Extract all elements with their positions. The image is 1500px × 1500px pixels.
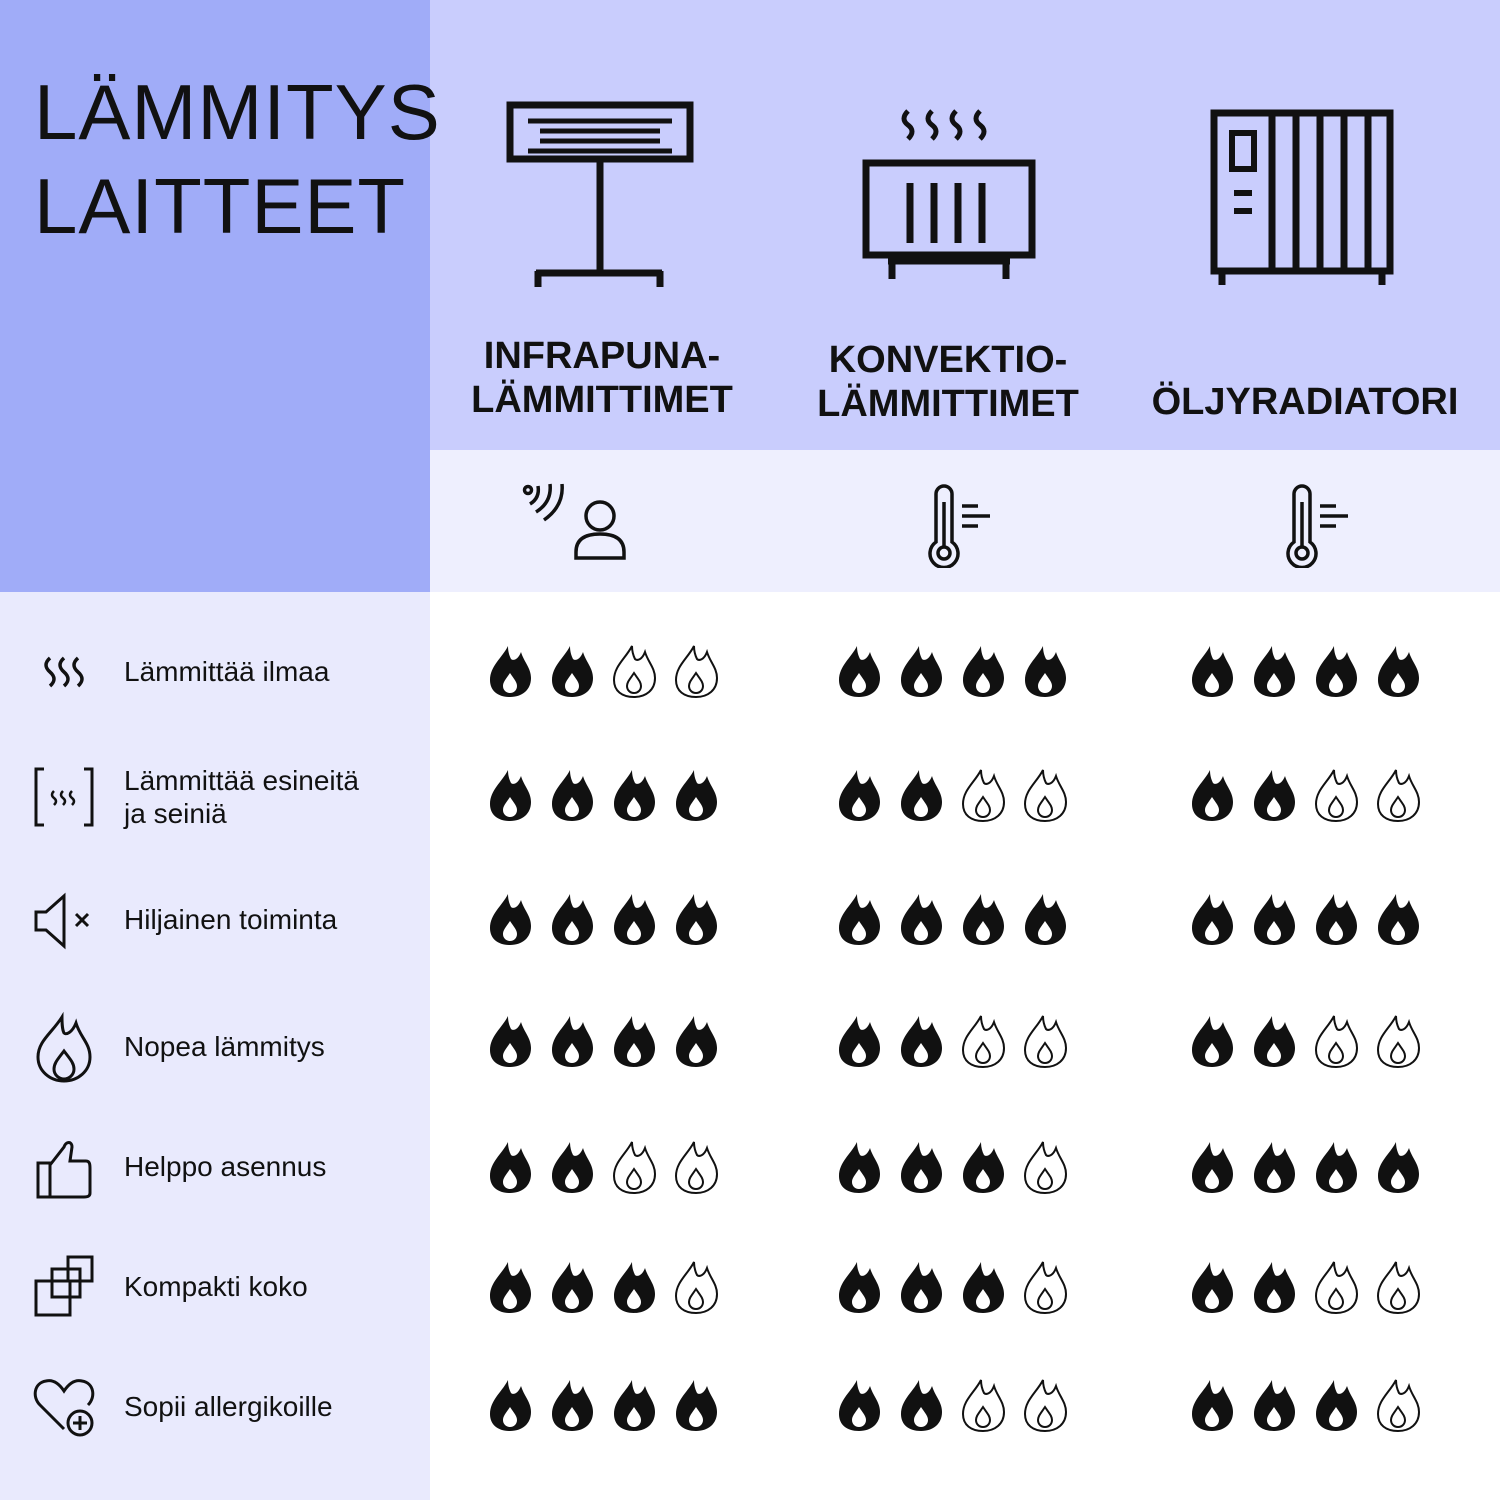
values-panel <box>430 592 1500 1500</box>
speaker-mute-icon <box>34 892 90 950</box>
flame-icon <box>36 1011 92 1083</box>
product-name-convection-line-1: KONVEKTIO- <box>828 339 1068 381</box>
infrared-heater-icon <box>506 101 694 287</box>
page-title-line-2: LAITTEET <box>34 162 407 250</box>
compact-boxes-icon <box>34 1255 94 1317</box>
feature-row-easy-install: Helppo asennus <box>0 1122 430 1212</box>
heat-waves-icon <box>44 656 84 688</box>
feature-row-heats-air: Lämmittää ilmaa <box>0 627 430 717</box>
page-title-line-1: LÄMMITYS <box>34 68 441 156</box>
feature-row-quiet: Hiljainen toiminta <box>0 875 430 965</box>
feature-label-line-2: ja seiniä <box>124 798 227 829</box>
feature-row-fast-heating: Nopea lämmitys <box>0 1002 430 1092</box>
thermometer-icon-convection <box>928 484 990 568</box>
title-panel <box>0 0 430 592</box>
feature-label-compact: Kompakti koko <box>124 1270 424 1303</box>
oil-radiator-icon <box>1210 109 1394 285</box>
product-name-oil-radiator-line-1: ÖLJYRADIATORI <box>1151 381 1459 423</box>
feature-row-heats-objects: Lämmittää esineitä ja seiniä <box>0 750 430 840</box>
product-name-infrared: INFRAPUNA- LÄMMITTIMET <box>432 334 772 422</box>
thumbs-up-icon <box>36 1141 92 1199</box>
feature-label-line-1: Lämmittää ilmaa <box>124 656 330 687</box>
product-name-infrared-line-1: INFRAPUNA- <box>483 335 721 377</box>
feature-label-line-1: Sopii allergikoille <box>124 1391 333 1422</box>
product-name-convection: KONVEKTIO- LÄMMITTIMET <box>778 338 1118 426</box>
product-name-infrared-line-2: LÄMMITTIMET <box>471 379 733 421</box>
feature-panel <box>0 592 430 1500</box>
framed-heat-icon <box>34 767 94 827</box>
feature-label-line-1: Nopea lämmitys <box>124 1031 325 1062</box>
feature-label-line-1: Helppo asennus <box>124 1151 327 1182</box>
feature-row-compact: Kompakti koko <box>0 1242 430 1332</box>
feature-label-heats-air: Lämmittää ilmaa <box>124 655 424 688</box>
feature-label-heats-objects: Lämmittää esineitä ja seiniä <box>124 764 424 830</box>
radiant-person-icon <box>522 483 626 560</box>
convection-heater-icon <box>862 109 1036 279</box>
subicon-panel <box>430 450 1500 592</box>
feature-label-line-1: Hiljainen toiminta <box>124 904 338 935</box>
feature-label-line-1: Kompakti koko <box>124 1271 308 1302</box>
feature-row-allergy: Sopii allergikoille <box>0 1362 430 1452</box>
feature-label-allergy: Sopii allergikoille <box>124 1390 424 1423</box>
feature-label-fast-heating: Nopea lämmitys <box>124 1030 424 1063</box>
product-name-convection-line-2: LÄMMITTIMET <box>817 383 1079 425</box>
product-name-oil-radiator: ÖLJYRADIATORI <box>1135 380 1475 424</box>
thermometer-icon-oil <box>1286 484 1348 568</box>
heart-plus-icon <box>33 1379 95 1437</box>
feature-label-line-1: Lämmittää esineitä <box>124 765 360 796</box>
feature-label-easy-install: Helppo asennus <box>124 1150 424 1183</box>
feature-label-quiet: Hiljainen toiminta <box>124 903 424 936</box>
